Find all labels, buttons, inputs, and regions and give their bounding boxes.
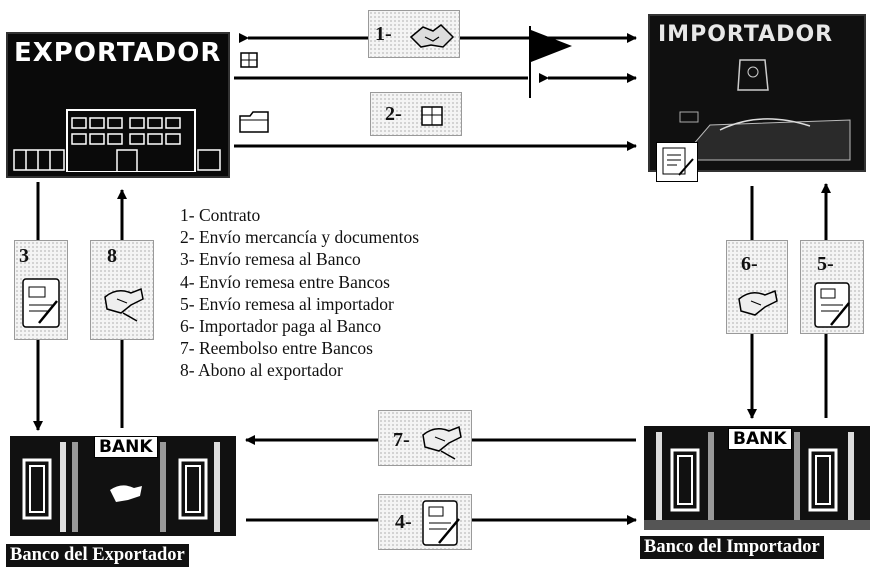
flag-icon [531, 30, 572, 62]
step2-number: 2- [385, 103, 402, 126]
step8-number: 8 [107, 245, 117, 268]
money-hand-icon [415, 417, 469, 463]
factory-icon [12, 92, 222, 172]
step1-number: 1- [375, 23, 392, 46]
exporter-title: EXPORTADOR [14, 38, 221, 68]
importer-bank: BANK [644, 420, 870, 532]
importer-title: IMPORTADOR [658, 22, 833, 47]
step1-tile: 1- [368, 10, 460, 58]
legend-item: 3- Envío remesa al Banco [180, 248, 419, 270]
step6-tile: 6- [726, 240, 788, 334]
step3-tile: 3 [14, 240, 68, 340]
document-pen-icon [419, 499, 467, 549]
handshake-icon [407, 15, 457, 55]
step4-tile: 4- [378, 494, 472, 550]
importer-bank-sign: BANK [728, 428, 792, 450]
step5-number: 5- [817, 253, 834, 276]
document-pen-icon [811, 281, 855, 331]
step8-tile: 8 [90, 240, 154, 340]
step6-number: 6- [741, 253, 758, 276]
legend: 1- Contrato 2- Envío mercancía y documen… [180, 204, 419, 382]
step7-number: 7- [393, 429, 410, 452]
exporter-box: EXPORTADOR [6, 32, 230, 178]
step2-tile: 2- [370, 92, 462, 136]
legend-item: 1- Contrato [180, 204, 419, 226]
step5-tile: 5- [800, 240, 864, 334]
importer-bank-label: Banco del Importador [640, 536, 824, 559]
folder-icon [238, 108, 272, 136]
legend-item: 2- Envío mercancía y documentos [180, 226, 419, 248]
money-hand-icon [731, 281, 783, 327]
step4-number: 4- [395, 511, 412, 534]
legend-item: 4- Envío remesa entre Bancos [180, 271, 419, 293]
package-icon [417, 100, 447, 130]
document-pen-icon [19, 275, 63, 331]
exporter-bank-label: Banco del Exportador [6, 544, 189, 567]
exporter-bank: BANK [10, 430, 236, 540]
money-hand-icon [97, 279, 149, 329]
legend-item: 7- Reembolso entre Bancos [180, 337, 419, 359]
step7-tile: 7- [378, 410, 472, 466]
package-icon [238, 48, 260, 70]
legend-item: 6- Importador paga al Banco [180, 315, 419, 337]
step3-number: 3 [19, 245, 29, 268]
legend-item: 5- Envío remesa al importador [180, 293, 419, 315]
legend-item: 8- Abono al exportador [180, 359, 419, 381]
exporter-bank-sign: BANK [94, 436, 158, 458]
document-pen-icon [656, 142, 698, 182]
